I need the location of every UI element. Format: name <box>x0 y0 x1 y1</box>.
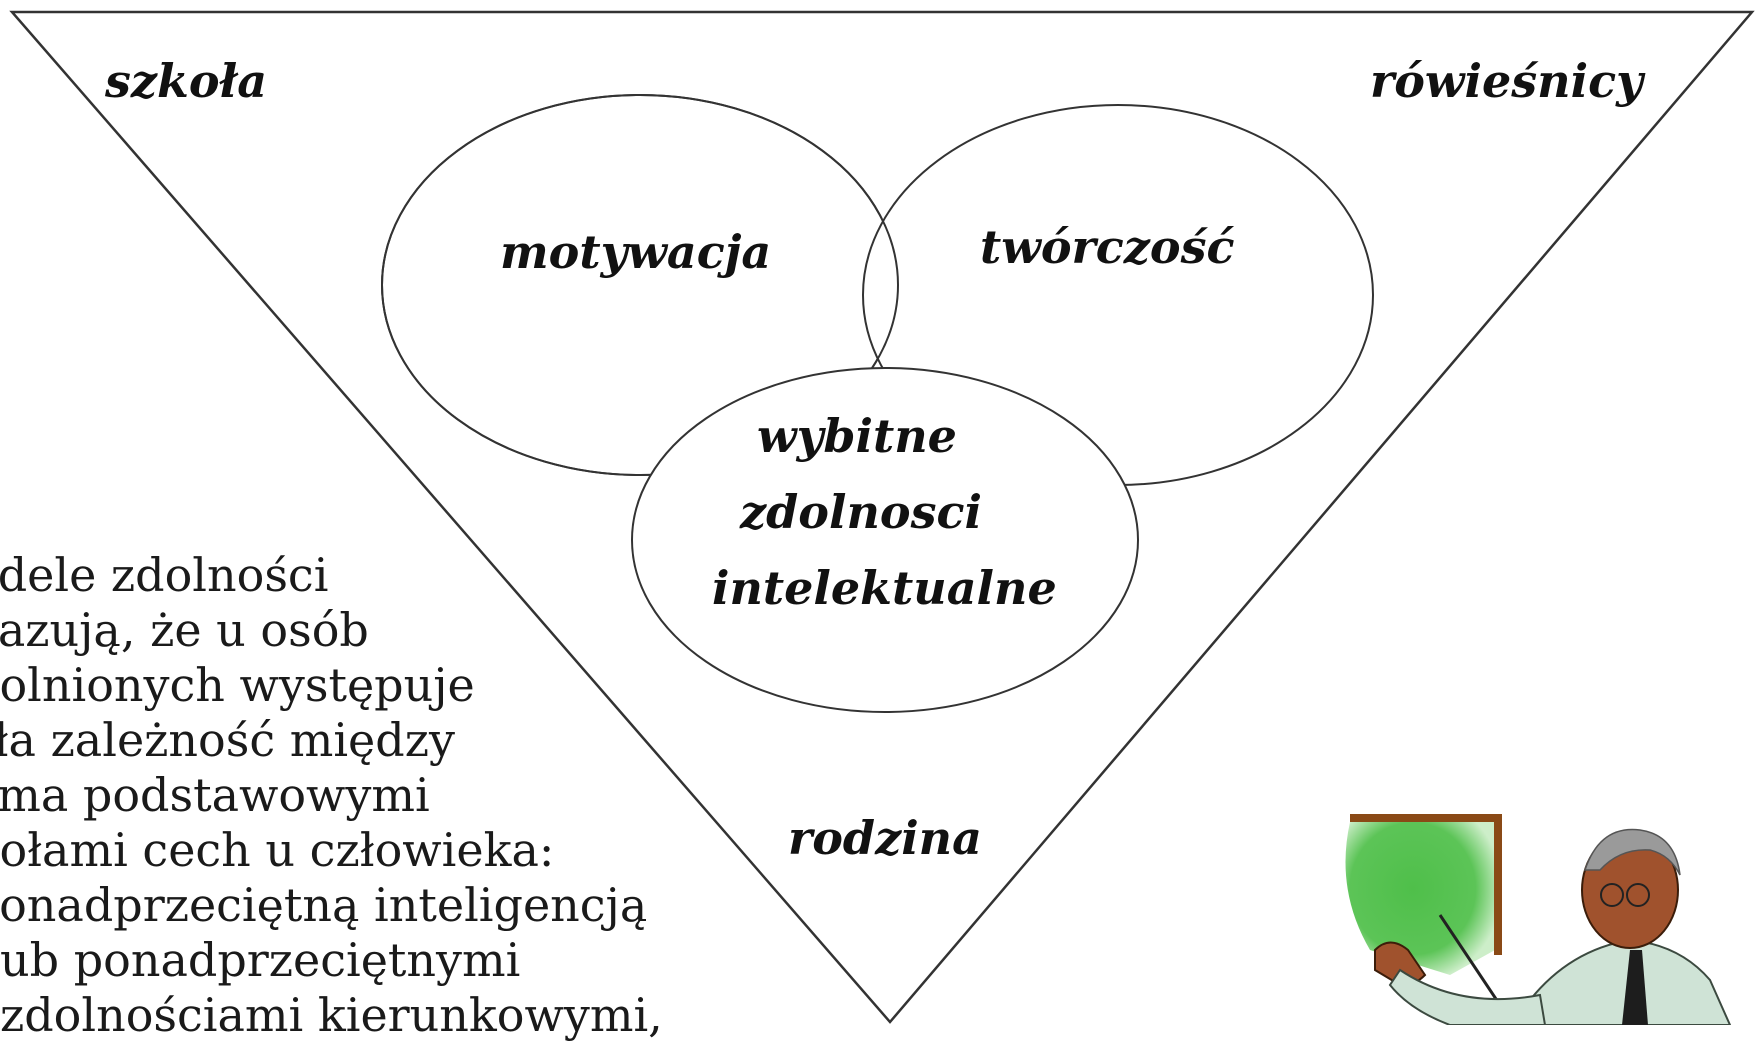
text-line: Ponadprzeciętną inteligencją <box>0 878 690 933</box>
body-text: odele zdolności kazują, że u osób dolnio… <box>0 548 690 1043</box>
label-tworczosc: twórczość <box>980 220 1234 274</box>
text-line: połami cech u człowieka: <box>0 823 690 878</box>
label-rodzina: rodzina <box>788 811 982 865</box>
text-line: zdolnościami kierunkowymi, <box>0 988 690 1043</box>
teacher-with-pointer-icon <box>1330 800 1750 1025</box>
text-line: dolnionych występuje <box>0 658 690 713</box>
board-icon <box>1346 818 1496 975</box>
text-line: ema podstawowymi <box>0 768 690 823</box>
label-szkola: szkoła <box>104 54 267 108</box>
arm-icon <box>1390 970 1545 1025</box>
label-wybitne: wybitne <box>757 409 957 463</box>
label-zdolnosci: zdolnosci <box>739 485 982 539</box>
text-line: odele zdolności <box>0 548 690 603</box>
label-rowiesnicy: rówieśnicy <box>1370 54 1646 108</box>
text-line: ub ponadprzeciętnymi <box>0 933 690 988</box>
text-line: sła zależność między <box>0 713 690 768</box>
label-motywacja: motywacja <box>500 225 771 279</box>
label-intelektualne: intelektualne <box>712 561 1057 615</box>
text-line: kazują, że u osób <box>0 603 690 658</box>
